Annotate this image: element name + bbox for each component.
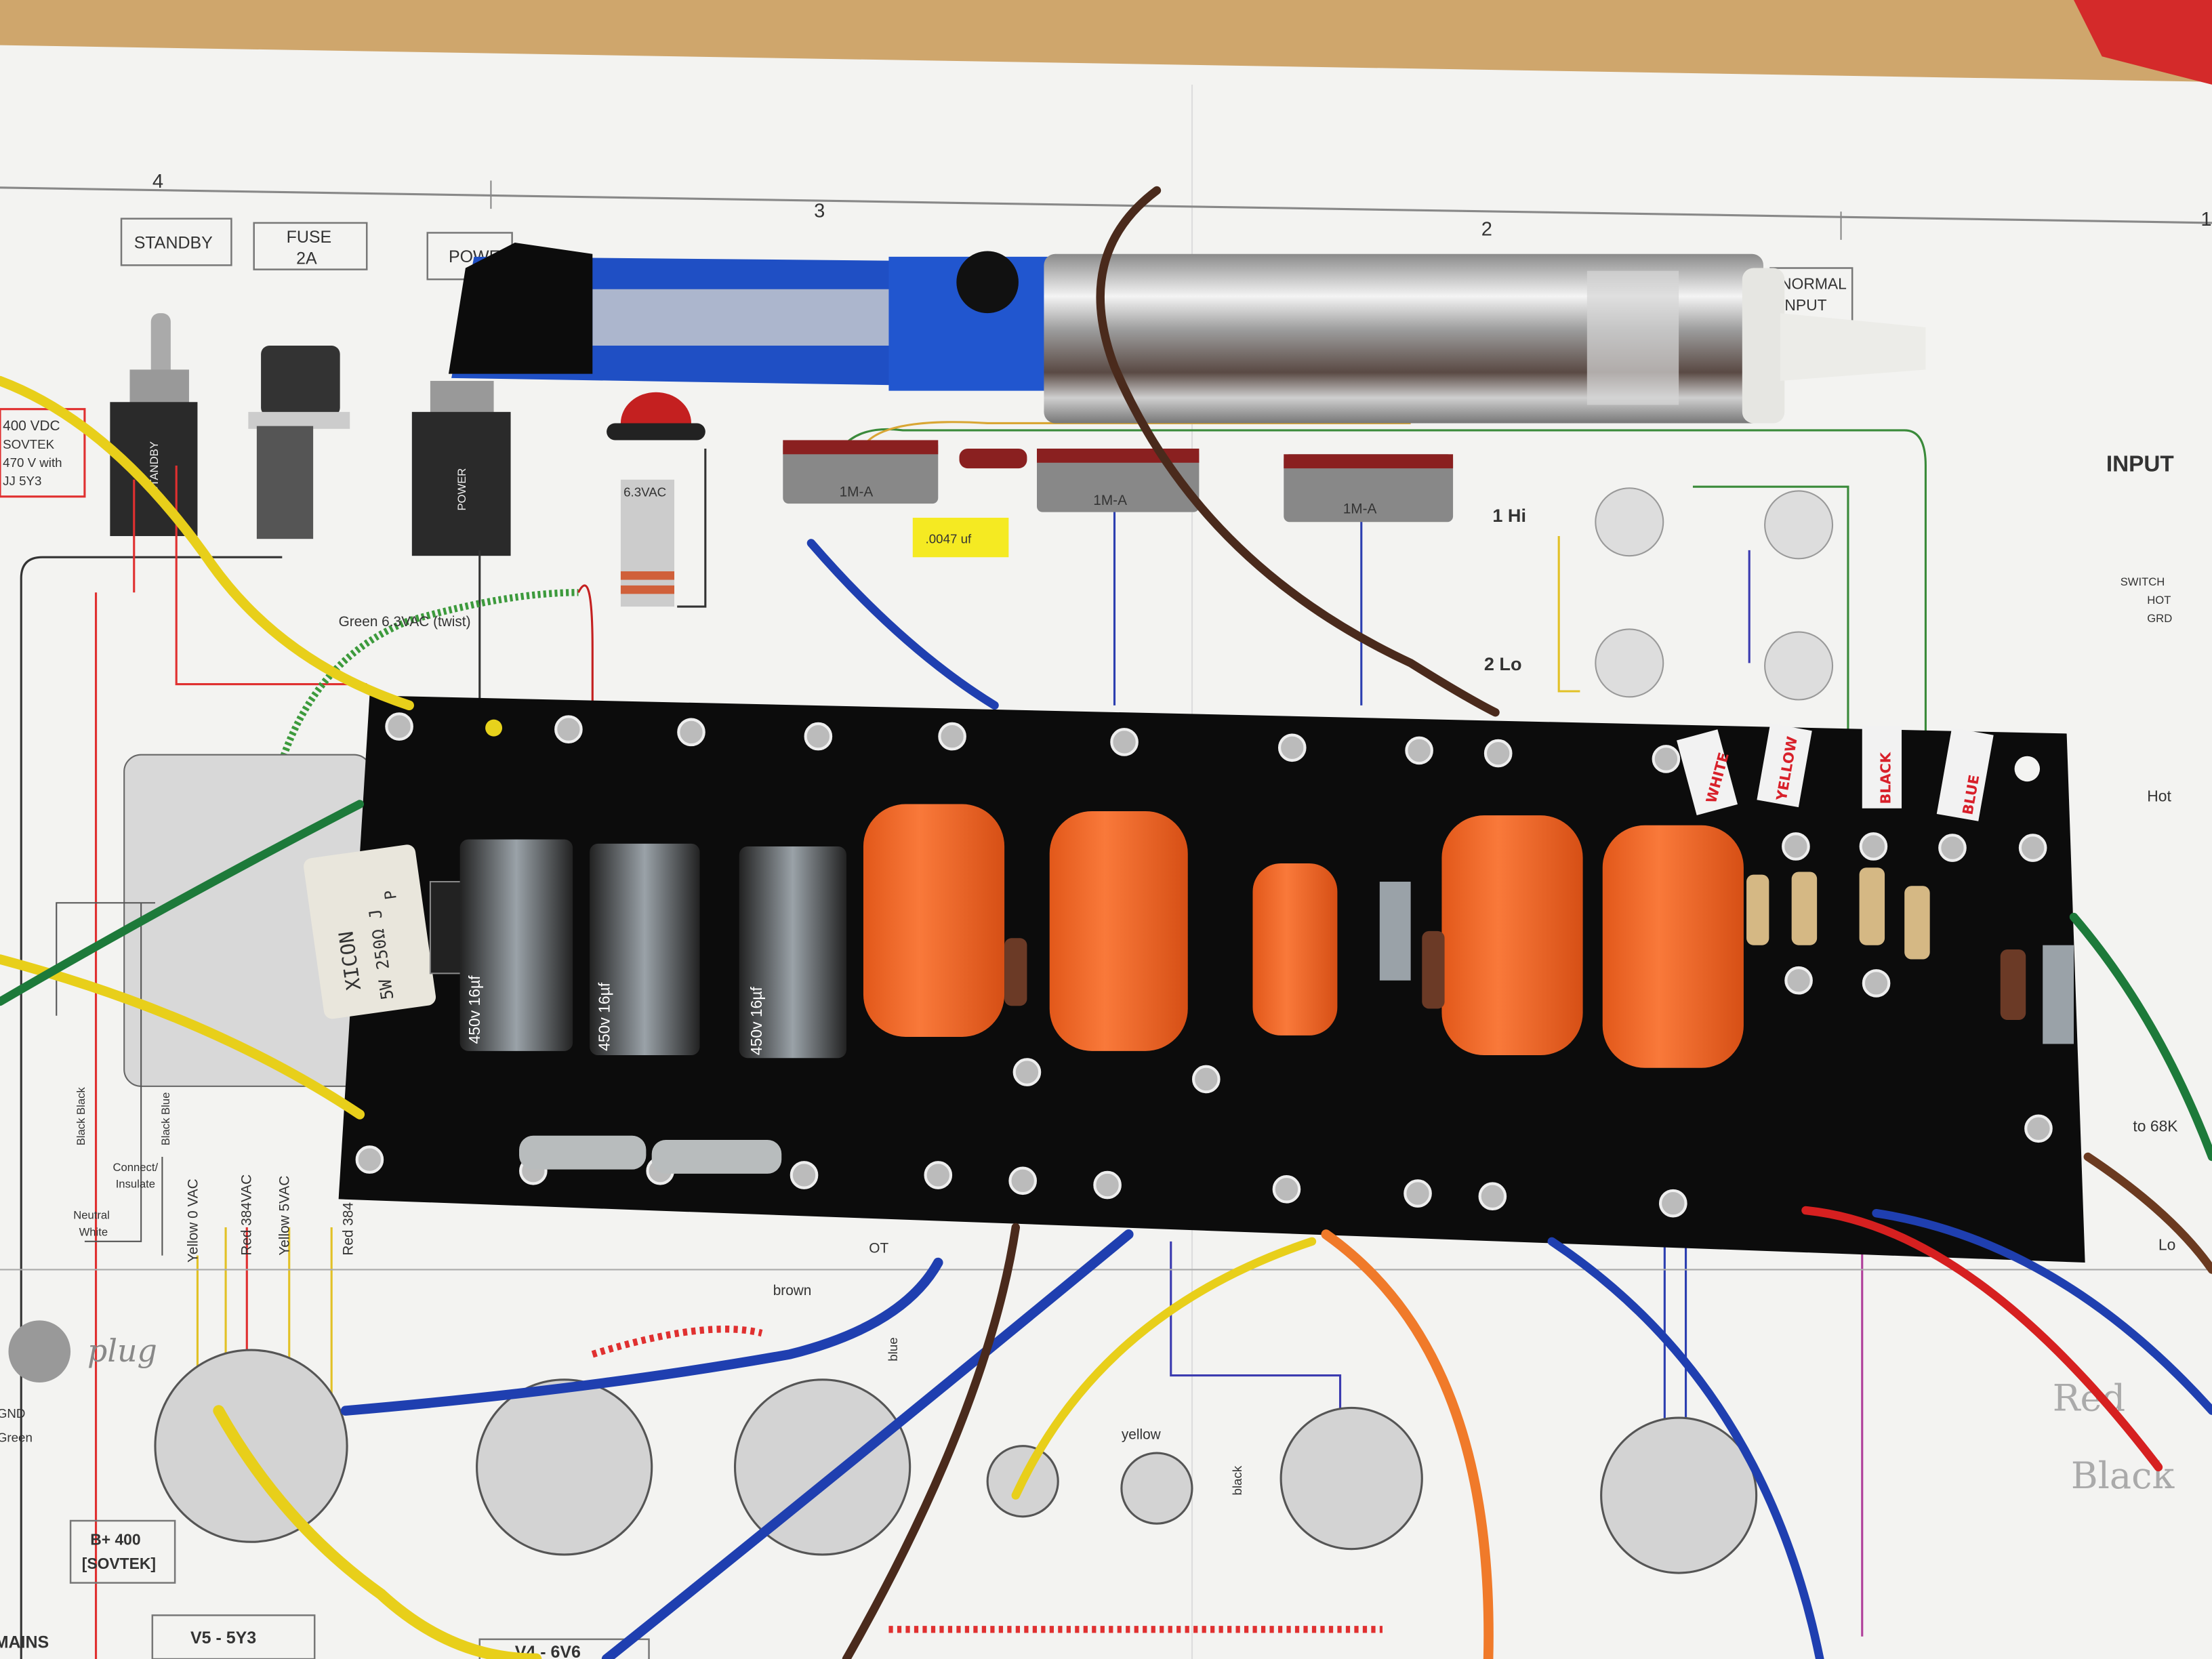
- column-number-3: 3: [814, 201, 825, 222]
- hookup-wires: [0, 186, 2212, 1659]
- svg-text:450v 16µf: 450v 16µf: [595, 982, 613, 1051]
- svg-text:6.3VAC: 6.3VAC: [623, 485, 666, 499]
- sovtek-box: [SOVTEK]: [82, 1555, 156, 1572]
- switch-label: SWITCH: [2121, 575, 2165, 588]
- svg-text:1M-A: 1M-A: [1093, 493, 1127, 508]
- hot-label: HOT: [2147, 594, 2171, 607]
- svg-text:STANDBY: STANDBY: [148, 441, 161, 493]
- column-number-4: 4: [152, 171, 163, 192]
- turret-lugs: [355, 712, 2053, 1218]
- input-heading: INPUT: [2106, 451, 2174, 476]
- tone-pot-3: 1M-A: [1284, 454, 1454, 523]
- carbon-resistors: [1004, 867, 2026, 1021]
- column-number-2: 2: [1481, 219, 1492, 241]
- side-to68k-label: to 68K: [2133, 1117, 2177, 1134]
- xicon-power-resistor: XICON 5W 250Ω J P: [304, 844, 436, 1019]
- fuse-rating: 2A: [296, 249, 317, 268]
- bplus-note-1: 400 VDC: [3, 418, 60, 434]
- handwritten-black: Black: [2071, 1454, 2175, 1497]
- cap-value-tag: [912, 517, 1009, 558]
- bplus-note-4: JJ 5Y3: [3, 474, 41, 488]
- white-label: White: [79, 1226, 108, 1239]
- cap-value: .0047 uf: [926, 531, 972, 546]
- svg-text:BLACK: BLACK: [1877, 752, 1893, 804]
- wire-black-label: black: [1230, 1465, 1244, 1495]
- small-capacitor: [1379, 882, 1411, 981]
- mains-box: MAINS: [0, 1633, 49, 1652]
- resistor: [651, 1139, 782, 1174]
- red-384-label: Red 384: [340, 1202, 356, 1256]
- tube-sockets: [154, 1349, 1758, 1574]
- jack-hi-label: 1 Hi: [1492, 506, 1526, 526]
- svg-text:1M-A: 1M-A: [840, 485, 874, 500]
- desoldering-pump: [448, 243, 1926, 424]
- wire-tags: WHITE YELLOW BLACK BLUE: [1677, 723, 1994, 821]
- fuse-holder-drawing: [248, 346, 350, 539]
- svg-text:P: P: [382, 889, 401, 901]
- black-black-label: Black Black: [75, 1087, 87, 1146]
- column-number-1: 1: [2200, 209, 2211, 230]
- volume-pot-1: 1M-A: [783, 440, 939, 504]
- standby-label: STANDBY: [134, 233, 213, 252]
- electrolytic-capacitors: 450v 16µf 450v 16µf 450v 16µf: [459, 839, 846, 1059]
- v5-box: V5 - 5Y3: [190, 1629, 256, 1647]
- svg-text:POWER: POWER: [455, 468, 468, 511]
- svg-text:450v 16µf: 450v 16µf: [466, 975, 483, 1044]
- normal-input-label-2: INPUT: [1780, 296, 1827, 314]
- wire-ot-label: OT: [869, 1240, 888, 1256]
- wire-yellow-label: yellow: [1122, 1427, 1162, 1442]
- standby-switch-drawing: STANDBY: [110, 313, 198, 537]
- green-label: Green: [0, 1430, 33, 1444]
- svg-text:1M-A: 1M-A: [1343, 501, 1377, 517]
- side-hot-label: Hot: [2147, 787, 2171, 804]
- power-switch-drawing: POWER: [411, 381, 511, 556]
- resistor: [519, 1135, 647, 1170]
- side-lo-label: Lo: [2158, 1235, 2175, 1253]
- small-capacitor: [2043, 945, 2074, 1044]
- red-strap: [2074, 0, 2212, 85]
- orange-drop-capacitors: [863, 804, 1744, 1068]
- grd-label: GRD: [2147, 612, 2172, 625]
- yellow-0vac-label: Yellow 0 VAC: [185, 1179, 201, 1263]
- wire-brown-label: brown: [773, 1283, 812, 1298]
- pilot-lamp-drawing: 6.3VAC: [607, 392, 705, 607]
- ground-lug: [8, 1320, 71, 1382]
- wire-blue-label: blue: [886, 1337, 900, 1361]
- bplus-note-2: SOVTEK: [3, 437, 54, 451]
- red-384vac-label: Red 384VAC: [239, 1174, 255, 1256]
- connect-label: Connect/: [113, 1161, 159, 1174]
- jack-lo-label: 2 Lo: [1484, 654, 1522, 674]
- fuse-label: FUSE: [287, 228, 332, 247]
- normal-input-label: NORMAL: [1780, 275, 1847, 293]
- input-jacks: [1595, 487, 1834, 701]
- handwriting-plug: plug: [87, 1332, 157, 1369]
- bplus-box: B+ 400: [90, 1530, 140, 1548]
- yellow-5vac-label: Yellow 5VAC: [277, 1176, 293, 1256]
- bplus-note-3: 470 V with: [3, 455, 62, 470]
- neutral-label: Neutral: [73, 1209, 110, 1222]
- heater-wire-label: Green 6.3VAC (twist): [339, 614, 471, 630]
- black-blue-label: Black Blue: [159, 1092, 172, 1146]
- gnd-label: GND: [0, 1406, 25, 1420]
- svg-text:450v 16µf: 450v 16µf: [747, 986, 765, 1055]
- insulate-label: Insulate: [116, 1178, 155, 1191]
